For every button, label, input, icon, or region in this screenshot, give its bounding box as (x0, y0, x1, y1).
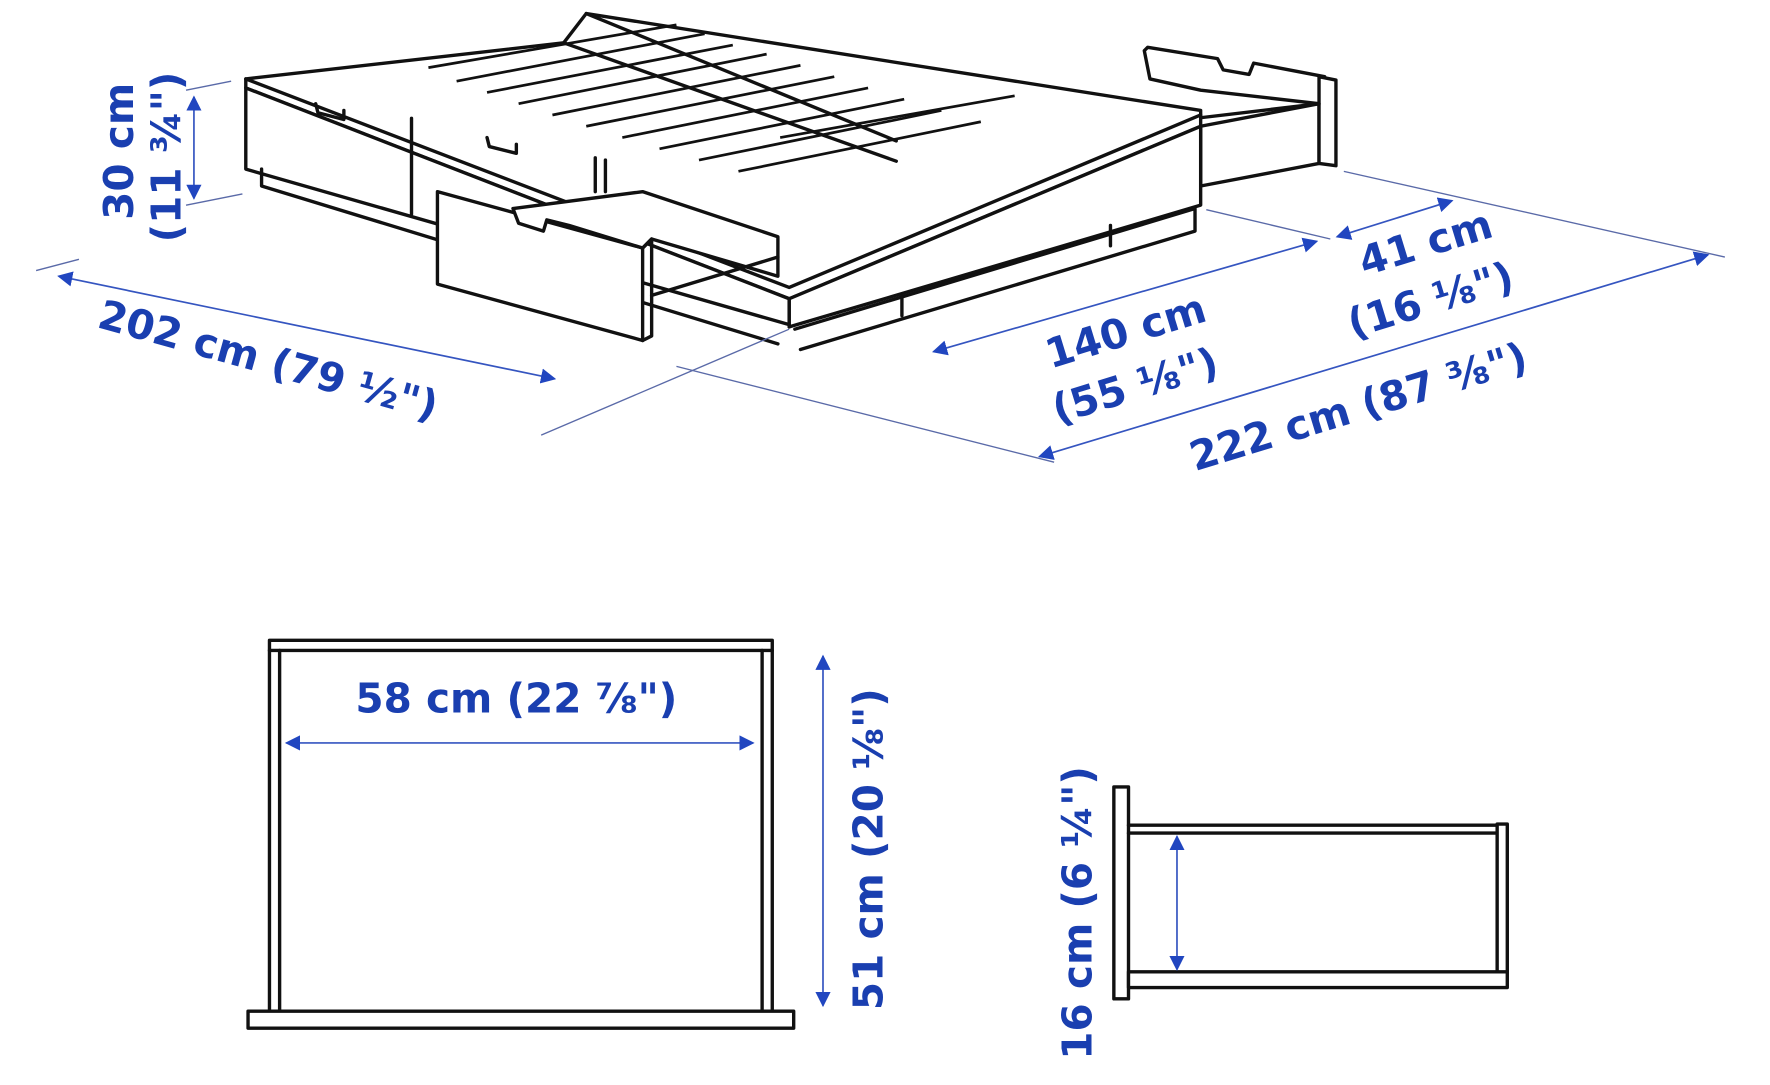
drawer-side-view: 16 cm (6 ¼") (1053, 766, 1509, 1060)
front-drawer-pulled-out (435, 189, 780, 343)
drawer-width-label: 58 cm (22 ⅞") (355, 674, 677, 722)
bed-length-label: 202 cm (79 ½") (93, 290, 443, 430)
drawer-top-view: 58 cm (22 ⅞") 51 cm (20 ⅛") (246, 638, 893, 1030)
drawer-depth-label: 51 cm (20 ⅛") (845, 688, 893, 1010)
total-width-label: 222 cm (87 ⅜") (1184, 333, 1533, 481)
bed-height-inches-label: (11 ¾") (142, 72, 190, 243)
drawer-height-label: 16 cm (6 ¼") (1053, 766, 1101, 1060)
right-drawer-pulled-out (1142, 45, 1338, 188)
bed-height-label: 30 cm (95, 83, 143, 220)
bed-isometric-view (244, 11, 1338, 352)
